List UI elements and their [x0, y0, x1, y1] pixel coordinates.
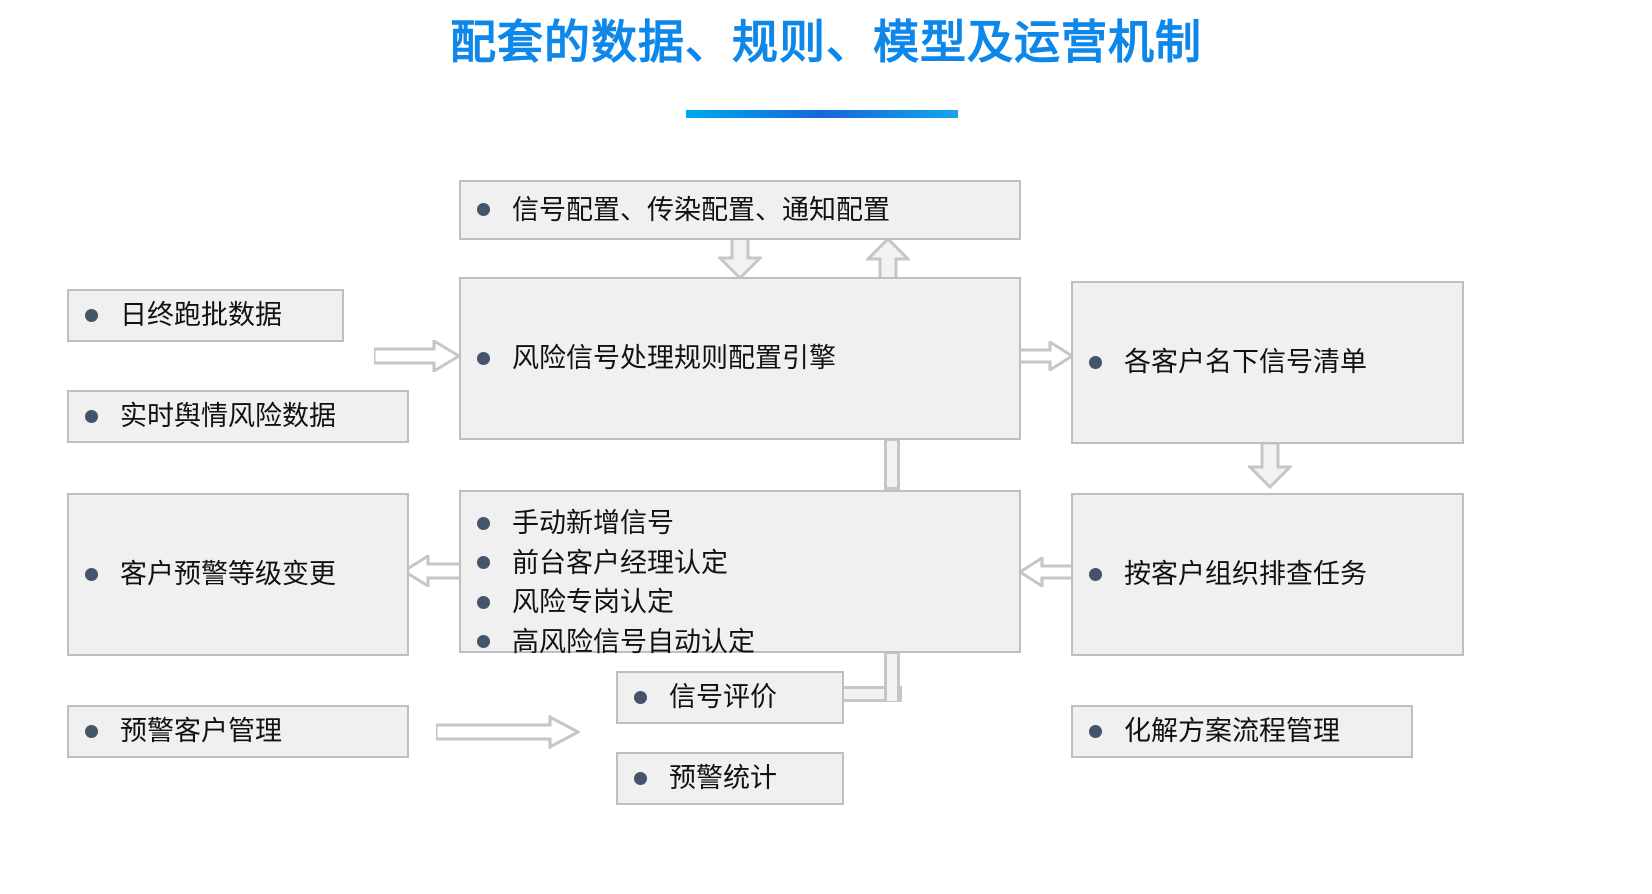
bullet-row: 按客户组织排查任务: [1073, 557, 1462, 592]
node-resolution-flow-management[interactable]: 化解方案流程管理: [1071, 705, 1413, 758]
title-underline-accent: [686, 110, 958, 118]
node-label: 预警客户管理: [120, 716, 282, 747]
bullet-row: 化解方案流程管理: [1073, 714, 1411, 749]
bullet-icon: [85, 308, 98, 322]
bullet-row: 各客户名下信号清单: [1073, 345, 1462, 380]
arrow-identification-to-alert-level: [404, 555, 462, 587]
arrow-engine-to-customer-signal-list: [1018, 341, 1074, 371]
node-inspection-task[interactable]: 按客户组织排查任务: [1071, 493, 1464, 656]
node-label: 客户预警等级变更: [120, 559, 336, 590]
node-label: 风险专岗认定: [512, 587, 674, 618]
node-label: 高风险信号自动认定: [512, 626, 755, 657]
node-label: 按客户组织排查任务: [1124, 559, 1367, 590]
node-label: 实时舆情风险数据: [120, 401, 336, 432]
node-identification-methods[interactable]: 手动新增信号 前台客户经理认定 风险专岗认定 高风险信号自动认定: [459, 490, 1021, 657]
connector-engine-to-identification: [884, 438, 900, 490]
list-item: 风险专岗认定: [461, 585, 1019, 620]
node-label: 预警统计: [669, 763, 777, 794]
node-customer-alert-level-change[interactable]: 客户预警等级变更: [67, 493, 409, 656]
node-label: 化解方案流程管理: [1124, 716, 1340, 747]
node-daily-batch-data[interactable]: 日终跑批数据: [67, 289, 344, 342]
bullet-row: 预警统计: [618, 761, 842, 796]
bullet-row: 日终跑批数据: [69, 298, 342, 333]
node-signal-evaluation[interactable]: 信号评价: [616, 671, 844, 724]
list-item: 手动新增信号: [461, 506, 1019, 541]
node-label: 信号配置、传染配置、通知配置: [512, 194, 890, 225]
bullet-icon: [85, 724, 98, 738]
node-label: 各客户名下信号清单: [1124, 347, 1367, 378]
bullet-icon: [85, 567, 98, 581]
node-label: 手动新增信号: [512, 508, 674, 538]
arrow-engine-to-signal-config: [866, 238, 910, 280]
page-title: 配套的数据、规则、模型及运营机制: [450, 16, 1202, 68]
arrow-data-to-engine: [374, 340, 460, 372]
bullet-row: 风险信号处理规则配置引擎: [461, 341, 1019, 376]
node-label: 前台客户经理认定: [512, 547, 728, 578]
bullet-icon: [477, 516, 490, 530]
bullet-icon: [477, 595, 490, 609]
bullet-icon: [477, 556, 490, 570]
bullet-row: 客户预警等级变更: [69, 557, 407, 592]
bullet-icon: [85, 409, 98, 423]
node-customer-signal-list[interactable]: 各客户名下信号清单: [1071, 281, 1464, 444]
bullet-icon: [477, 351, 490, 365]
node-alert-customer-management[interactable]: 预警客户管理: [67, 705, 409, 758]
bullet-icon: [477, 635, 490, 649]
bullet-icon: [1089, 724, 1102, 738]
node-label: 风险信号处理规则配置引擎: [512, 343, 836, 374]
arrow-signal-list-to-inspection-task: [1248, 443, 1292, 489]
arrow-alert-mgmt-to-signal-eval: [436, 715, 580, 749]
bullet-icon: [634, 690, 647, 704]
bullet-row: 实时舆情风险数据: [69, 399, 407, 434]
bullet-icon: [477, 203, 490, 217]
bullet-row: 信号评价: [618, 680, 842, 715]
node-realtime-sentiment-data[interactable]: 实时舆情风险数据: [67, 390, 409, 443]
node-signal-config[interactable]: 信号配置、传染配置、通知配置: [459, 180, 1021, 240]
arrow-signal-config-to-engine: [718, 238, 762, 280]
list-item: 高风险信号自动认定: [461, 625, 1019, 660]
list-item: 前台客户经理认定: [461, 546, 1019, 581]
bullet-row: 预警客户管理: [69, 714, 407, 749]
node-label: 日终跑批数据: [120, 300, 282, 331]
bullet-icon: [1089, 567, 1102, 581]
node-rule-engine[interactable]: 风险信号处理规则配置引擎: [459, 277, 1021, 440]
bullet-row: 信号配置、传染配置、通知配置: [461, 193, 1019, 228]
arrow-inspection-task-to-identification: [1020, 557, 1074, 587]
node-alert-statistics[interactable]: 预警统计: [616, 752, 844, 805]
node-label: 信号评价: [669, 682, 777, 713]
bullet-icon: [1089, 355, 1102, 369]
bullet-icon: [634, 771, 647, 785]
